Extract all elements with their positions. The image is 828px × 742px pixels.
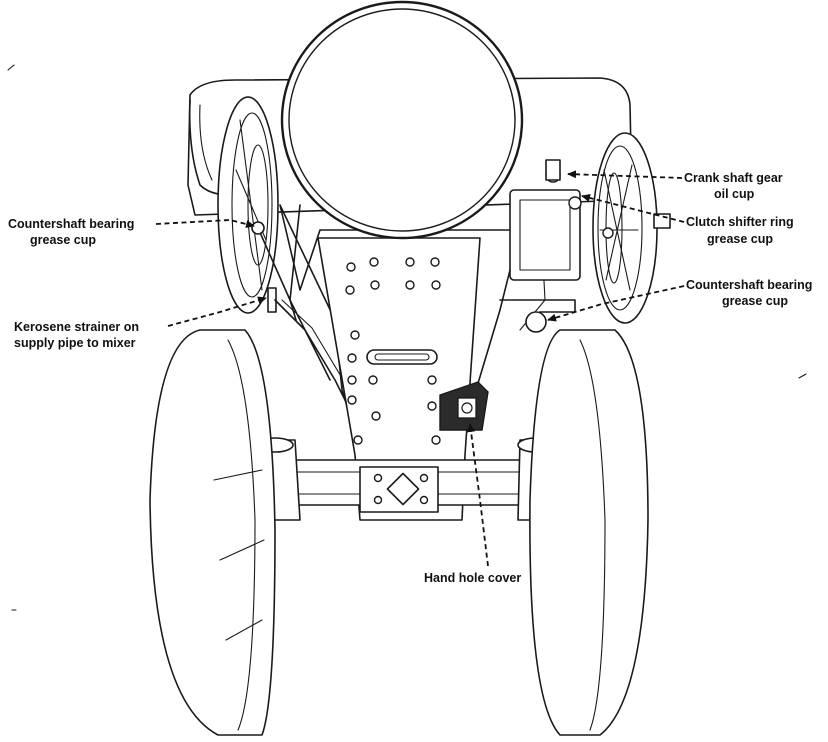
label-line: grease cup <box>30 233 96 247</box>
left-rear-wheel <box>149 329 276 736</box>
label-line: grease cup <box>722 294 788 308</box>
svg-text:oil cup: oil cup <box>714 187 755 201</box>
label-crank-shaft-gear-oil-cup: Crank shaft gear oil cup <box>567 170 783 201</box>
svg-text:Hand hole cover: Hand hole cover <box>424 571 521 585</box>
right-rear-wheel <box>529 329 649 736</box>
label-line: Crank shaft gear <box>684 171 783 185</box>
label-line: Hand hole cover <box>424 571 521 585</box>
hand-hole-opening <box>439 381 489 431</box>
label-line: Kerosene strainer on <box>14 320 139 334</box>
svg-text:supply pipe to mixer: supply pipe to mixer <box>14 336 136 350</box>
drawbar-plate <box>317 237 481 521</box>
label-line: grease cup <box>707 232 773 246</box>
svg-text:grease cup: grease cup <box>722 294 788 308</box>
label-countershaft-bearing-grease-cup-right: Countershaft bearing grease cup <box>547 278 812 322</box>
left-upper-wheel <box>217 96 279 314</box>
label-line: Countershaft bearing <box>686 278 812 292</box>
svg-text:grease cup: grease cup <box>30 233 96 247</box>
label-line: oil cup <box>714 187 755 201</box>
label-hand-hole-cover: Hand hole cover <box>424 423 521 585</box>
tractor-illustration <box>7 0 807 736</box>
label-line: supply pipe to mixer <box>14 336 136 350</box>
svg-text:Crank shaft gear: Crank shaft gear <box>684 171 783 185</box>
label-line: Countershaft bearing <box>8 217 134 231</box>
label-clutch-shifter-ring-grease-cup: Clutch shifter ring grease cup <box>581 194 794 246</box>
label-line: Clutch shifter ring <box>686 215 794 229</box>
svg-text:Kerosene strainer on: Kerosene strainer on <box>14 320 139 334</box>
svg-text:Countershaft bearing: Countershaft bearing <box>8 217 134 231</box>
radiator-drum <box>280 0 524 240</box>
right-upper-wheel <box>592 132 671 324</box>
svg-text:grease cup: grease cup <box>707 232 773 246</box>
label-kerosene-strainer: Kerosene strainer on supply pipe to mixe… <box>14 296 267 350</box>
left-linkage <box>251 221 346 401</box>
svg-text:Countershaft bearing: Countershaft bearing <box>686 278 812 292</box>
gear-housing <box>499 159 614 333</box>
label-countershaft-bearing-grease-cup-left: Countershaft bearing grease cup <box>8 217 255 247</box>
svg-text:Clutch shifter ring: Clutch shifter ring <box>686 215 794 229</box>
